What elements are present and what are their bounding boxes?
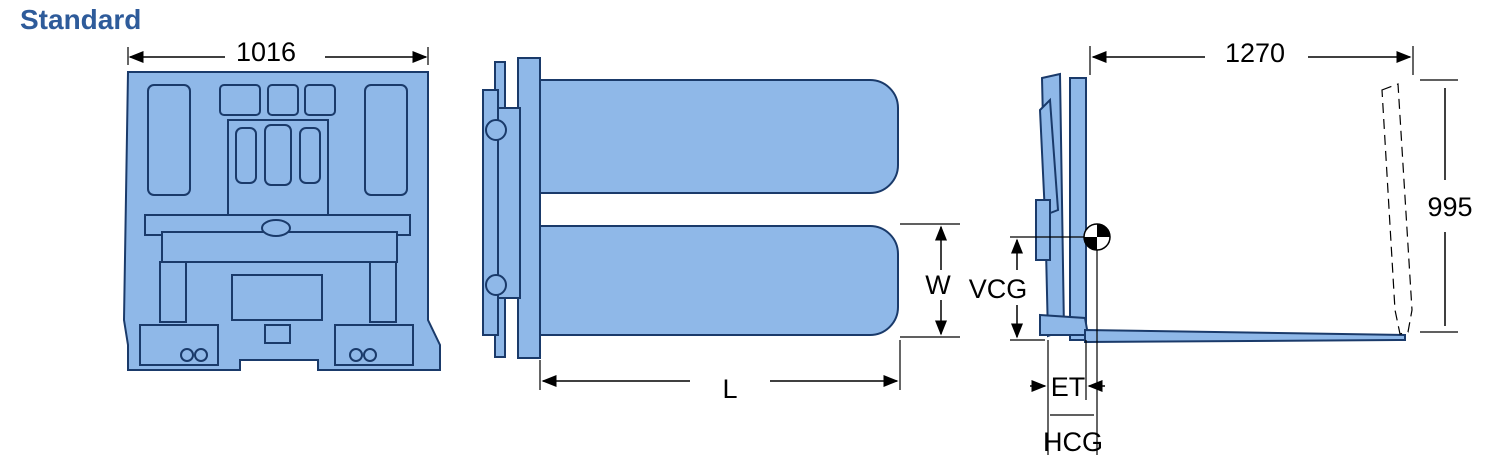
label-fork-length: L — [722, 374, 737, 404]
label-hcg: HCG — [1043, 427, 1103, 457]
dim-fork-length: L — [539, 340, 901, 404]
top-view — [482, 57, 899, 359]
diagram-title: Standard — [20, 4, 142, 35]
dim-side-depth: 1270 — [1089, 38, 1414, 75]
label-et: ET — [1051, 372, 1086, 402]
dim-et-hcg: ET HCG — [1030, 250, 1105, 457]
dim-side-height: 995 — [1420, 79, 1473, 333]
fork-tip-outline — [1381, 83, 1413, 335]
label-arm-width: W — [925, 270, 951, 300]
label-vcg: VCG — [969, 274, 1028, 304]
dim-front-width: 1016 — [127, 37, 429, 67]
front-view — [122, 71, 441, 371]
label-side-height: 995 — [1427, 192, 1472, 222]
label-side-depth: 1270 — [1225, 38, 1285, 68]
label-front-width: 1016 — [236, 37, 296, 67]
dim-vcg: VCG — [969, 236, 1084, 341]
dim-arm-width: W — [900, 223, 960, 338]
side-view — [1035, 72, 1406, 344]
